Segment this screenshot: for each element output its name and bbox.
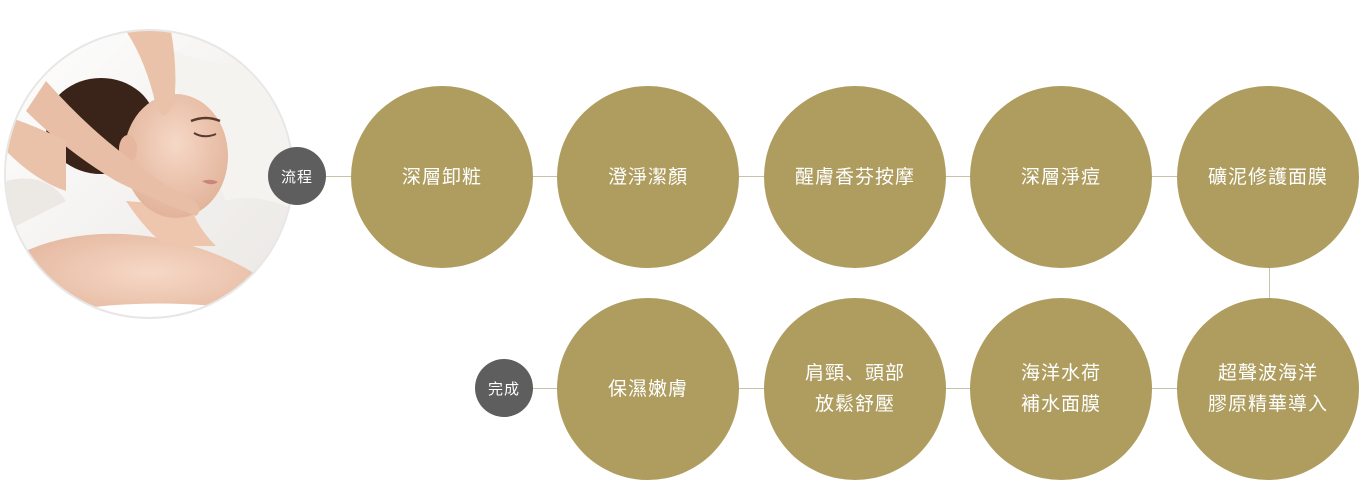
- step-1-label: 深層卸粧: [402, 162, 482, 193]
- step-3-label: 醒膚香芬按摩: [795, 162, 915, 193]
- connector-step-6-to-7: [1151, 388, 1178, 389]
- step-4-circle: 深層淨痘: [970, 86, 1152, 268]
- step-7-label-line-1: 海洋水荷: [1021, 358, 1101, 389]
- step-8-label-line-1: 肩頸、頭部: [805, 358, 905, 389]
- connector-step-4-to-5: [1151, 176, 1178, 177]
- step-6-label-line-2: 膠原精華導入: [1208, 389, 1328, 420]
- step-8-circle: 肩頸、頭部 放鬆舒壓: [764, 298, 946, 480]
- facial-massage-photo: [4, 29, 294, 319]
- connector-step-3-to-4: [945, 176, 971, 177]
- step-8-label-line-2: 放鬆舒壓: [805, 389, 905, 420]
- step-7-label-line-2: 補水面膜: [1021, 389, 1101, 420]
- connector-start-to-step-1: [326, 176, 352, 177]
- process-start-label: 流程: [281, 166, 313, 187]
- connector-step-2-to-3: [738, 176, 765, 177]
- step-6-circle: 超聲波海洋 膠原精華導入: [1177, 298, 1359, 480]
- step-2-circle: 澄淨潔顏: [557, 86, 739, 268]
- connector-step-5-to-6: [1269, 267, 1270, 298]
- step-5-label: 礦泥修護面膜: [1208, 162, 1328, 193]
- step-5-circle: 礦泥修護面膜: [1177, 86, 1359, 268]
- process-end-badge: 完成: [475, 359, 533, 417]
- step-4-label: 深層淨痘: [1021, 162, 1101, 193]
- connector-step-8-to-9: [738, 388, 765, 389]
- process-end-label: 完成: [488, 378, 520, 399]
- step-2-label: 澄淨潔顏: [608, 162, 688, 193]
- step-6-label-line-1: 超聲波海洋: [1208, 358, 1328, 389]
- step-7-circle: 海洋水荷 補水面膜: [970, 298, 1152, 480]
- connector-step-7-to-8: [945, 388, 971, 389]
- step-3-circle: 醒膚香芬按摩: [764, 86, 946, 268]
- process-start-badge: 流程: [268, 147, 326, 205]
- connector-step-9-to-end: [532, 388, 558, 389]
- connector-step-1-to-2: [532, 176, 558, 177]
- step-9-label: 保濕嫩膚: [608, 374, 688, 405]
- step-9-circle: 保濕嫩膚: [557, 298, 739, 480]
- step-1-circle: 深層卸粧: [351, 86, 533, 268]
